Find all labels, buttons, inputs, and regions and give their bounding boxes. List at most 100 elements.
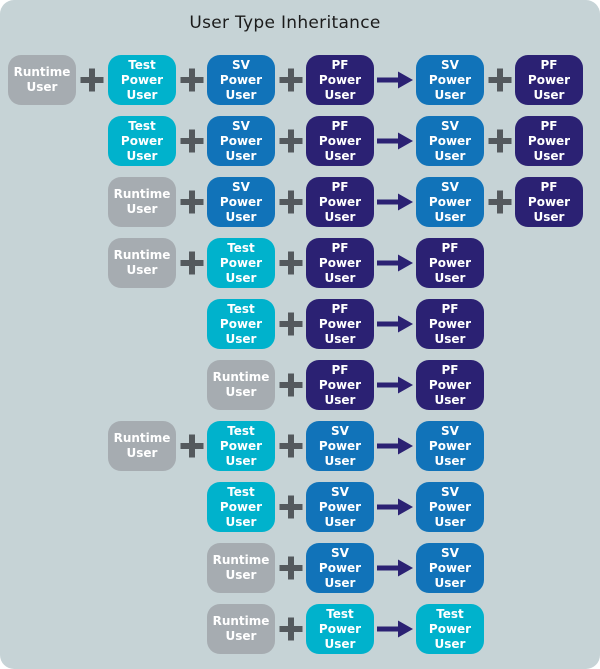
user-box-label-line: User bbox=[434, 148, 466, 163]
user-box-label-line: Power bbox=[428, 438, 472, 453]
user-box-label-line: User bbox=[225, 209, 257, 224]
user-box-label-line: Power bbox=[428, 377, 472, 392]
user-box-label-line: Runtime bbox=[212, 614, 270, 628]
user-box-label-line: User bbox=[126, 263, 158, 277]
user-box-label-line: Runtime bbox=[212, 553, 270, 567]
user-box-label-line: Power bbox=[527, 133, 571, 148]
arrow-icon bbox=[374, 604, 416, 654]
user-box-label-line: SV bbox=[441, 179, 459, 194]
user-box-label-line: PF bbox=[540, 118, 558, 133]
user-box-label-line: SV bbox=[441, 423, 459, 438]
user-box-label-line: Power bbox=[219, 316, 263, 331]
arrow-icon bbox=[374, 177, 416, 227]
user-box-label-line: User bbox=[26, 80, 58, 94]
user-box-label-line: User bbox=[434, 209, 466, 224]
user-box-label-line: User bbox=[225, 629, 257, 643]
user-box-label-line: Test bbox=[128, 118, 156, 133]
plus-icon bbox=[275, 421, 306, 471]
user-box-label-line: Test bbox=[128, 57, 156, 72]
user-box-label-line: Power bbox=[318, 438, 362, 453]
user-box-label-line: Power bbox=[318, 621, 362, 636]
user-box-label-line: Power bbox=[428, 133, 472, 148]
user-box-label-line: User bbox=[324, 148, 356, 163]
plus-icon bbox=[275, 604, 306, 654]
user-box-label-line: SV bbox=[441, 545, 459, 560]
user-box-label-line: SV bbox=[232, 118, 250, 133]
user-box-label-line: Power bbox=[219, 438, 263, 453]
user-box-label-line: PF bbox=[441, 301, 459, 316]
user-box-label-line: Runtime bbox=[13, 65, 71, 79]
user-box-label-line: User bbox=[126, 87, 158, 102]
user-box-label-line: Power bbox=[318, 499, 362, 514]
user-box-label-line: User bbox=[434, 636, 466, 651]
user-box-label-line: User bbox=[434, 575, 466, 590]
diagram-title: User Type Inheritance bbox=[189, 13, 381, 33]
user-box-label-line: User bbox=[126, 202, 158, 216]
user-box-label-line: Power bbox=[318, 133, 362, 148]
user-box-label-line: Power bbox=[428, 499, 472, 514]
user-box-label-line: Power bbox=[318, 560, 362, 575]
plus-icon bbox=[176, 421, 207, 471]
user-box-label-line: SV bbox=[441, 118, 459, 133]
plus-icon bbox=[275, 116, 306, 166]
arrow-icon bbox=[374, 360, 416, 410]
user-box-label-line: User bbox=[225, 453, 257, 468]
arrow-icon bbox=[374, 421, 416, 471]
plus-icon bbox=[275, 360, 306, 410]
arrow-icon bbox=[374, 55, 416, 105]
plus-icon bbox=[176, 238, 207, 288]
user-box-label-line: User bbox=[533, 148, 565, 163]
user-box-label-line: PF bbox=[331, 179, 349, 194]
user-box-label-line: Power bbox=[527, 72, 571, 87]
user-box-label-line: Power bbox=[428, 560, 472, 575]
user-box-label-line: Power bbox=[219, 72, 263, 87]
user-box-label-line: Power bbox=[428, 621, 472, 636]
user-box-label-line: SV bbox=[331, 545, 349, 560]
user-box-label-line: User bbox=[324, 636, 356, 651]
user-box-label-line: Runtime bbox=[113, 248, 171, 262]
user-box-label-line: User bbox=[533, 209, 565, 224]
user-box-label-line: User bbox=[225, 514, 257, 529]
user-box-label-line: User bbox=[434, 514, 466, 529]
arrow-icon bbox=[374, 543, 416, 593]
plus-icon bbox=[484, 55, 515, 105]
user-box-label-line: Test bbox=[227, 240, 255, 255]
user-box-label-line: PF bbox=[331, 362, 349, 377]
user-box-label-line: SV bbox=[331, 423, 349, 438]
user-box-label-line: Test bbox=[227, 423, 255, 438]
user-box-label-line: Power bbox=[318, 194, 362, 209]
user-box-label-line: User bbox=[225, 331, 257, 346]
user-box-label-line: Power bbox=[219, 133, 263, 148]
arrow-icon bbox=[374, 299, 416, 349]
plus-icon bbox=[275, 299, 306, 349]
user-box-label-line: User bbox=[324, 453, 356, 468]
user-box-label-line: User bbox=[434, 270, 466, 285]
